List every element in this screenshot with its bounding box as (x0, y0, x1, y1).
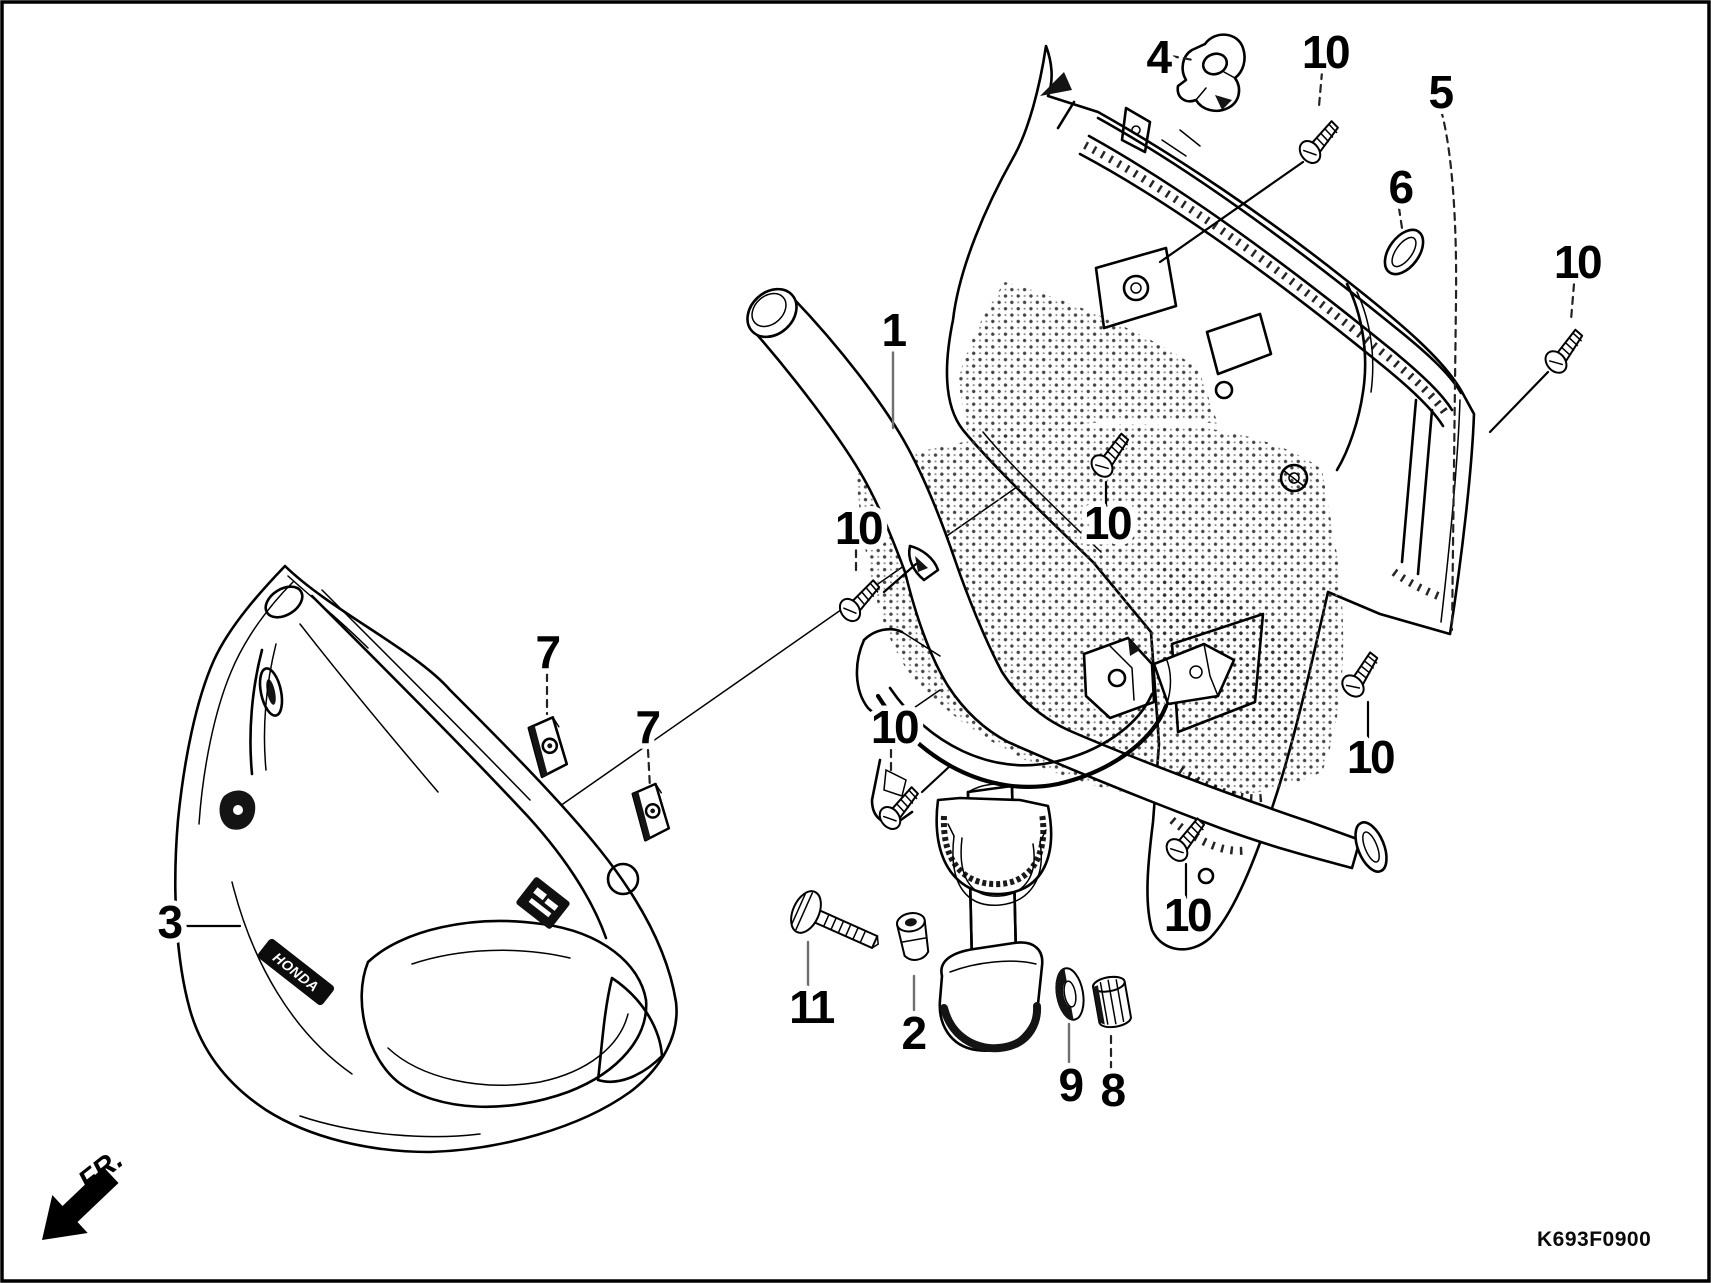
callout-6: 6 (1388, 161, 1412, 213)
cover-clip (631, 782, 671, 842)
callout-2: 2 (901, 1007, 925, 1059)
callout-7: 7 (535, 626, 559, 678)
stem-base-shadow (940, 1002, 1042, 1053)
grommet (1383, 228, 1425, 276)
callout-3: 3 (157, 896, 181, 948)
front-handle-cover: HONDA (174, 564, 678, 1154)
lever-bracket (1152, 642, 1236, 706)
leader-lines (182, 54, 1576, 1076)
callout-4: 4 (1146, 31, 1172, 83)
handle-clamp (1176, 33, 1246, 113)
handle-lower-cover (855, 627, 1236, 906)
washer (1055, 967, 1085, 1021)
callout-10: 10 (835, 502, 882, 554)
fr-arrow-icon (42, 1167, 119, 1240)
flange-bolt (790, 890, 879, 949)
callout-8: 8 (1100, 1064, 1125, 1116)
handlebar (746, 287, 1388, 873)
cap-nut (895, 912, 930, 961)
callout-9: 9 (1058, 1059, 1082, 1111)
cover-hole (606, 862, 640, 896)
callout-7: 7 (635, 701, 659, 753)
vent-slats (1083, 141, 1452, 420)
collar-rim (940, 813, 1047, 888)
cover-bottom-collar (935, 796, 1053, 896)
callout-1: 1 (881, 304, 906, 356)
model-emblem (516, 877, 570, 929)
callout-10: 10 (1164, 889, 1211, 941)
grip-end-cap (746, 287, 798, 339)
callout-10: 10 (1554, 236, 1601, 288)
callout-10: 10 (1302, 26, 1349, 78)
callout-11: 11 (789, 981, 835, 1033)
lock-nut (1092, 975, 1132, 1029)
headlight-opening (360, 919, 648, 1109)
callout-5: 5 (1428, 66, 1453, 118)
mount-tab (1040, 72, 1072, 96)
callout-10: 10 (1347, 731, 1394, 783)
cover-clip (527, 716, 569, 779)
diagram-part-code: K693F0900 (1537, 1228, 1651, 1251)
callout-10: 10 (1084, 497, 1131, 549)
callout-10: 10 (871, 701, 918, 753)
